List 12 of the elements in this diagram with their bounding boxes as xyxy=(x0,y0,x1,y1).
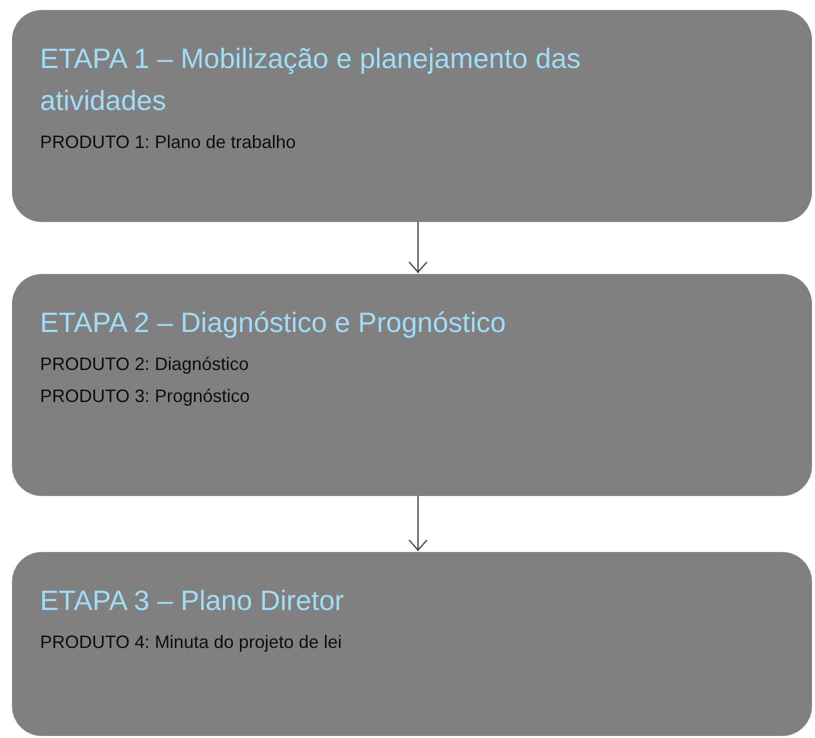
stage-box xyxy=(12,10,812,222)
stage-title: ETAPA 3 – Plano Diretor xyxy=(40,584,345,618)
stage-title: ETAPA 2 – Diagnóstico e Prognóstico xyxy=(40,306,507,340)
product-text: PRODUTO 1: Plano de trabalho xyxy=(40,131,297,154)
stage-title: ETAPA 1 – Mobilização e planejamento das atividades xyxy=(40,42,582,118)
stage-box xyxy=(12,274,812,496)
stage-box xyxy=(12,552,812,736)
arrow xyxy=(408,222,428,273)
arrow xyxy=(408,496,428,551)
product-text: PRODUTO 4: Minuta do projeto de lei xyxy=(40,631,343,654)
product-text: PRODUTO 2: Diagnóstico xyxy=(40,353,250,376)
product-text: PRODUTO 3: Prognóstico xyxy=(40,385,251,408)
